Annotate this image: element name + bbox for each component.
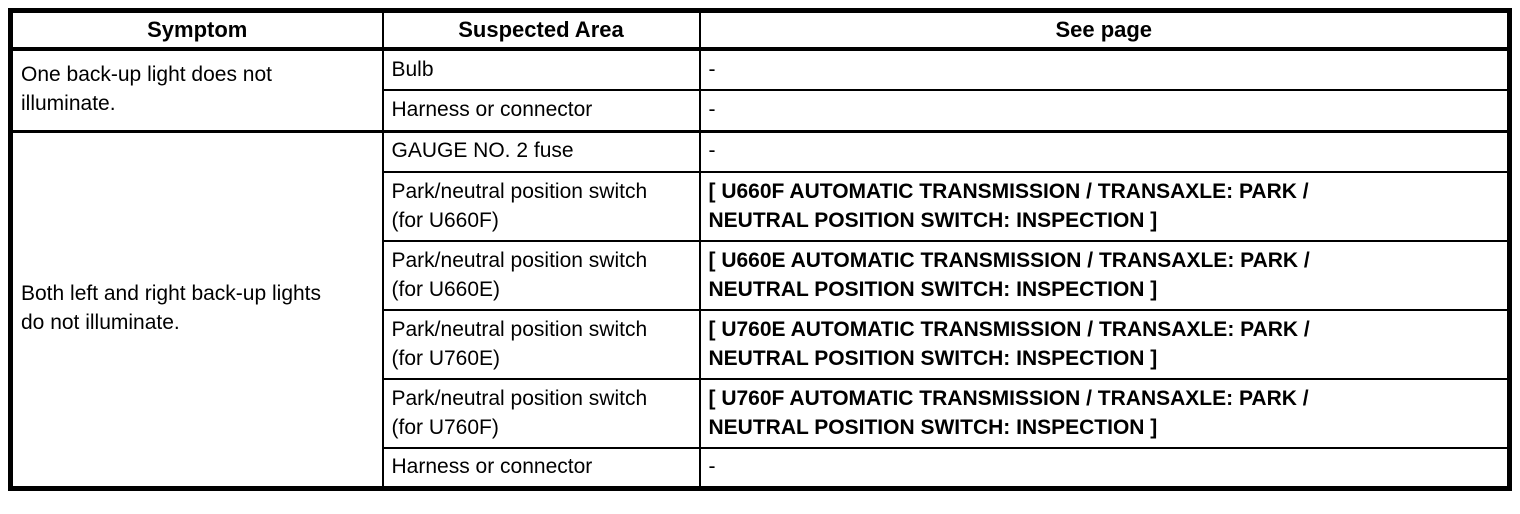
table-row: One back-up light does not illuminate. B… xyxy=(9,48,1511,132)
column-header-suspected-area: Suspected Area xyxy=(381,9,701,51)
symptom-cell: Both left and right back-up lights do no… xyxy=(9,129,384,489)
suspected-area-cell: Park/neutral position switch (for U660F) xyxy=(381,171,701,242)
symptom-troubleshooting-table: Symptom Suspected Area See page One back… xyxy=(8,8,1512,491)
table-row: Park/neutral position switch (for U660E)… xyxy=(11,240,1511,311)
suspected-area-cell: GAUGE NO. 2 fuse xyxy=(381,129,701,173)
see-page-cell: - xyxy=(698,48,1511,91)
suspected-area-cell: Park/neutral position switch (for U660E) xyxy=(381,240,701,311)
see-page-reference-cell: [ U760E AUTOMATIC TRANSMISSION / TRANSAX… xyxy=(698,309,1511,380)
see-page-reference-cell: [ U660E AUTOMATIC TRANSMISSION / TRANSAX… xyxy=(698,240,1511,311)
suspected-area-cell: Harness or connector xyxy=(381,447,701,489)
table-row: Park/neutral position switch (for U660F)… xyxy=(11,171,1511,242)
symptom-cell: One back-up light does not illuminate. xyxy=(9,48,384,132)
see-page-reference-cell: [ U760F AUTOMATIC TRANSMISSION / TRANSAX… xyxy=(698,378,1511,449)
see-page-cell: - xyxy=(698,89,1511,132)
see-page-cell: - xyxy=(698,129,1511,173)
suspected-area-cell: Park/neutral position switch (for U760E) xyxy=(381,309,701,380)
table-row: Harness or connector - xyxy=(11,89,1511,132)
header-row: Symptom Suspected Area See page xyxy=(9,9,1511,51)
see-page-reference-cell: [ U660F AUTOMATIC TRANSMISSION / TRANSAX… xyxy=(698,171,1511,242)
suspected-area-cell: Harness or connector xyxy=(381,89,701,132)
table-row: Harness or connector - xyxy=(11,447,1511,489)
suspected-area-cell: Park/neutral position switch (for U760F) xyxy=(381,378,701,449)
table-row: Park/neutral position switch (for U760F)… xyxy=(11,378,1511,449)
column-header-symptom: Symptom xyxy=(9,9,384,51)
column-header-see-page: See page xyxy=(698,9,1511,51)
suspected-area-cell: Bulb xyxy=(381,48,701,91)
table-row: Both left and right back-up lights do no… xyxy=(9,129,1511,489)
table-row: Park/neutral position switch (for U760E)… xyxy=(11,309,1511,380)
see-page-cell: - xyxy=(698,447,1511,489)
